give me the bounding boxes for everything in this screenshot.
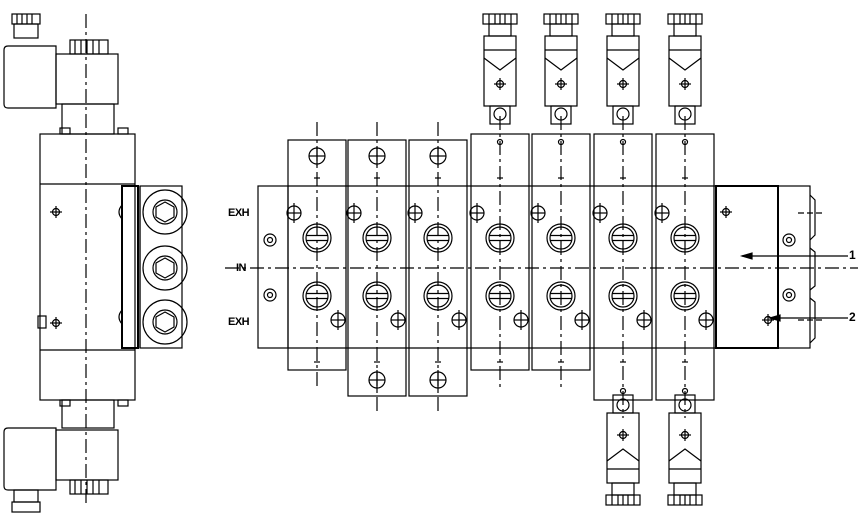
callout-2: 2 xyxy=(849,310,856,324)
side-body xyxy=(37,14,136,505)
left-end-plate xyxy=(257,185,289,349)
right-end-plate xyxy=(715,185,824,349)
station-6-double-solenoid xyxy=(592,13,653,506)
callout-1: 1 xyxy=(849,248,856,262)
side-end-plate xyxy=(118,185,141,349)
station-1-blank-plate-top xyxy=(286,122,347,388)
side-fittings xyxy=(139,185,188,349)
station-7-double-solenoid xyxy=(654,13,715,506)
side-top-fitting xyxy=(11,13,41,39)
station-2-blank-plate-both xyxy=(346,122,407,414)
exh-top-label: EXH xyxy=(228,207,250,219)
station-3-blank-plate-both xyxy=(407,122,468,414)
station-5-single-solenoid xyxy=(530,13,591,388)
exh-bottom-label: EXH xyxy=(228,316,250,328)
side-bottom-connector xyxy=(3,399,119,513)
in-label: IN xyxy=(236,262,247,274)
manifold xyxy=(225,185,858,349)
side-view xyxy=(3,13,188,513)
valve-stations xyxy=(286,13,715,506)
side-top-connector xyxy=(3,39,119,135)
station-4-single-solenoid xyxy=(469,13,530,388)
